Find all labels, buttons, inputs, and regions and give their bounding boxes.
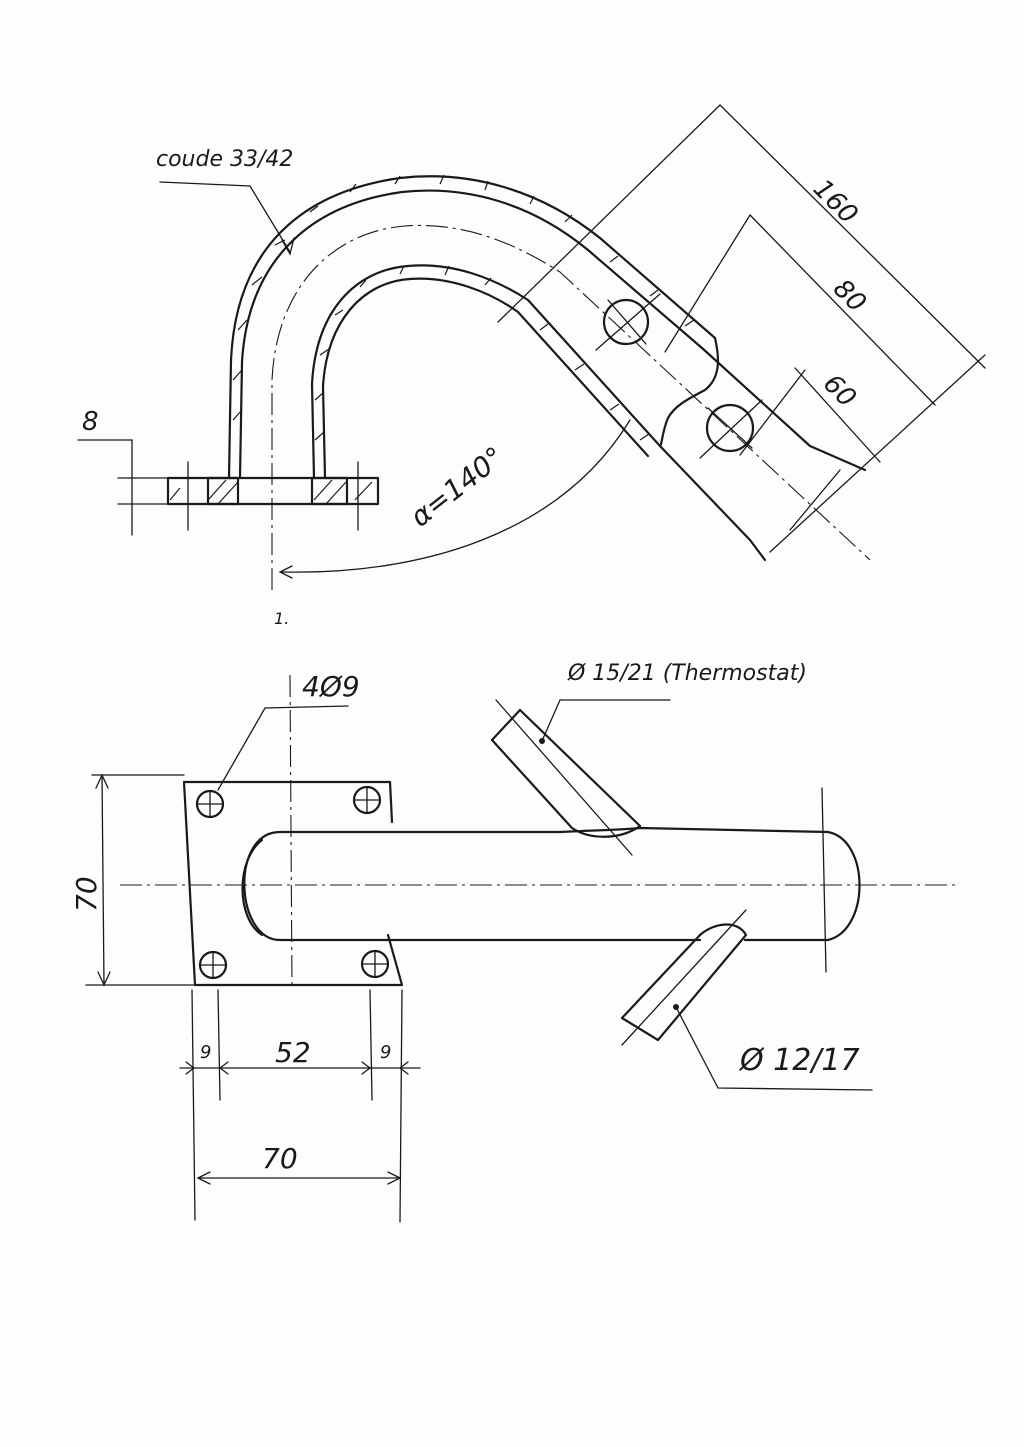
plate-height-value: 70 [70, 876, 103, 912]
end-hole-upper [602, 298, 650, 346]
elbow-inner-wall [310, 264, 662, 480]
small-pipe-branch: Ø 12/17 [620, 909, 873, 1091]
base-plate-section [166, 461, 380, 531]
elbow-outer-wall [227, 175, 717, 480]
elbow-label: coude 33/42 [156, 147, 293, 172]
elbow-outer-wall-inner-line [238, 189, 704, 480]
plate-width-dimensions: 9 52 9 70 [179, 989, 421, 1223]
thermostat-pipe-label: Ø 15/21 (Thermostat) [567, 661, 807, 686]
end-hole-lower [705, 403, 755, 453]
small-pipe-label: Ø 12/17 [738, 1043, 860, 1078]
bend-angle-dimension: α=140° [278, 419, 631, 579]
plate-height-dimension: 70 [70, 773, 196, 987]
base-plate-outline [182, 780, 404, 987]
elbow-wall-hatching [232, 174, 695, 441]
elbow-callout: coude 33/42 [156, 147, 295, 256]
plate-holes [195, 785, 390, 980]
elbow-inner-wall-inner-line [321, 277, 650, 480]
hole-offset-value: 60 [817, 369, 862, 414]
flattened-end-tab [658, 346, 867, 562]
thermostat-branch: Ø 15/21 (Thermostat) [490, 661, 807, 856]
plate-thickness-value: 8 [82, 407, 99, 437]
pipe-center-line [271, 224, 871, 590]
main-pipe-plan-outline [243, 826, 861, 942]
plan-vertical-axis [289, 674, 293, 991]
overall-length-value: 160 [807, 174, 863, 230]
plate-holes-callout: 4Ø9 [217, 670, 360, 791]
length-dimensions: 160 80 60 [497, 104, 986, 553]
plate-holes-label: 4Ø9 [302, 670, 360, 703]
hole-pitch-value: 52 [275, 1036, 311, 1069]
plate-width-value: 70 [262, 1142, 298, 1175]
view-marker: 1. [274, 609, 289, 628]
right-edge-value: 9 [380, 1042, 391, 1063]
flattened-end-outline [658, 336, 720, 448]
plan-view-drawing: Ø 15/21 (Thermostat) Ø 12/17 4Ø9 70 [70, 661, 960, 1223]
hole-spacing-value: 80 [827, 274, 872, 319]
plate-thickness-dimension: 8 [77, 407, 169, 536]
side-view-drawing: 8 coude 33/42 160 80 60 α=140° 1 [77, 104, 986, 628]
bend-angle-value: α=140° [404, 440, 511, 533]
left-edge-value: 9 [200, 1042, 211, 1063]
